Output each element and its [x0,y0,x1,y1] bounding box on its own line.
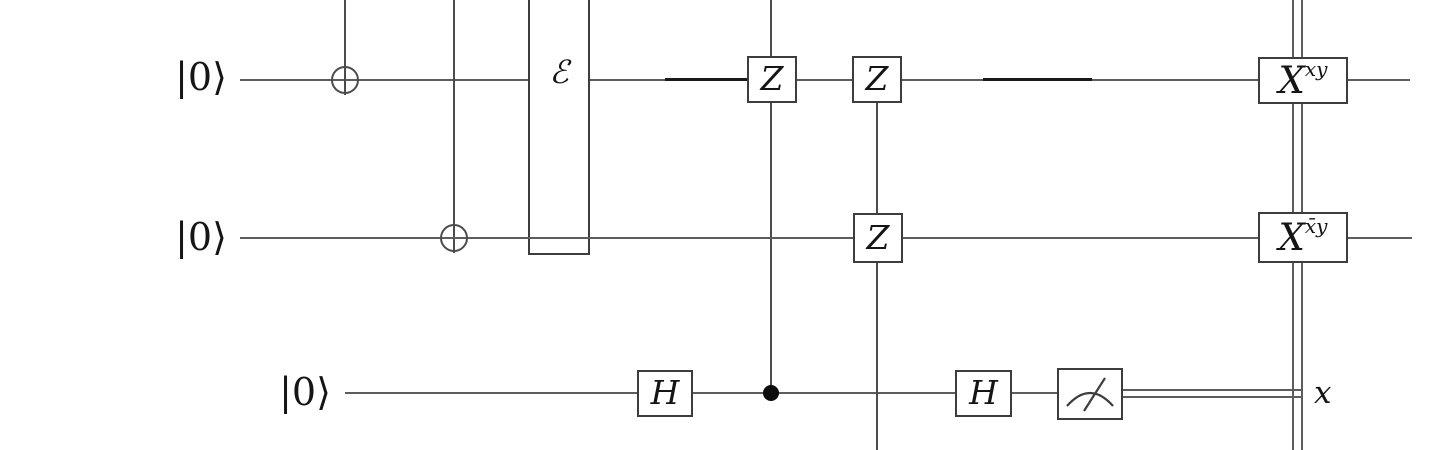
h-gate-box: H [637,370,693,417]
h-gate-box: H [955,370,1012,417]
wire1-thick-segment [665,78,747,81]
wire1-segment [240,79,528,81]
cnot-target-icon [440,224,468,252]
h-gate-label: H [650,373,680,412]
x-gate-exponent-label: xy [1304,56,1328,81]
ket-zero-label-wire2: |0⟩ [175,215,227,259]
classical-wire-horizontal [1123,389,1303,391]
channel-gate-label: ℰ [549,53,569,91]
z-gate-box: Z [852,56,902,103]
control-dot-icon [763,385,779,401]
z-gate-label: Z [865,59,889,98]
wire3-segment [693,392,955,394]
control-line-cz [770,0,772,388]
wire3-segment [1012,392,1057,394]
h-gate-label: H [969,373,998,412]
ket-zero-label-wire1: |0⟩ [175,55,227,99]
measurement-result-label: x [1314,375,1332,411]
wire2-segment [903,237,1258,239]
x-gate-exponent-label: x̄y [1304,213,1328,238]
wire3-segment [345,392,637,394]
wire1-segment [1348,79,1410,81]
wire1-segment [797,79,852,81]
wire1-thick-segment [983,78,1092,81]
wire2-segment [1348,237,1412,239]
control-line-cnot1 [344,0,346,95]
x-gate-base-label: X [1278,216,1305,259]
cnot-target-icon [331,66,359,94]
x-gate-base-label: X [1278,59,1305,102]
z-gate-label: Z [866,217,890,257]
measurement-meter-icon [1066,377,1114,412]
ket-zero-label-wire3: |0⟩ [279,370,331,414]
control-line-cnot2 [453,0,455,253]
wire2-segment [240,237,853,239]
channel-gate-box: ℰ [528,0,590,255]
z-gate-label: Z [760,59,784,98]
z-gate-box: Z [853,213,903,263]
z-gate-box: Z [747,56,797,103]
measurement-gate-box [1057,368,1123,420]
classical-wire-horizontal [1123,396,1303,398]
control-line-zz [876,101,878,450]
